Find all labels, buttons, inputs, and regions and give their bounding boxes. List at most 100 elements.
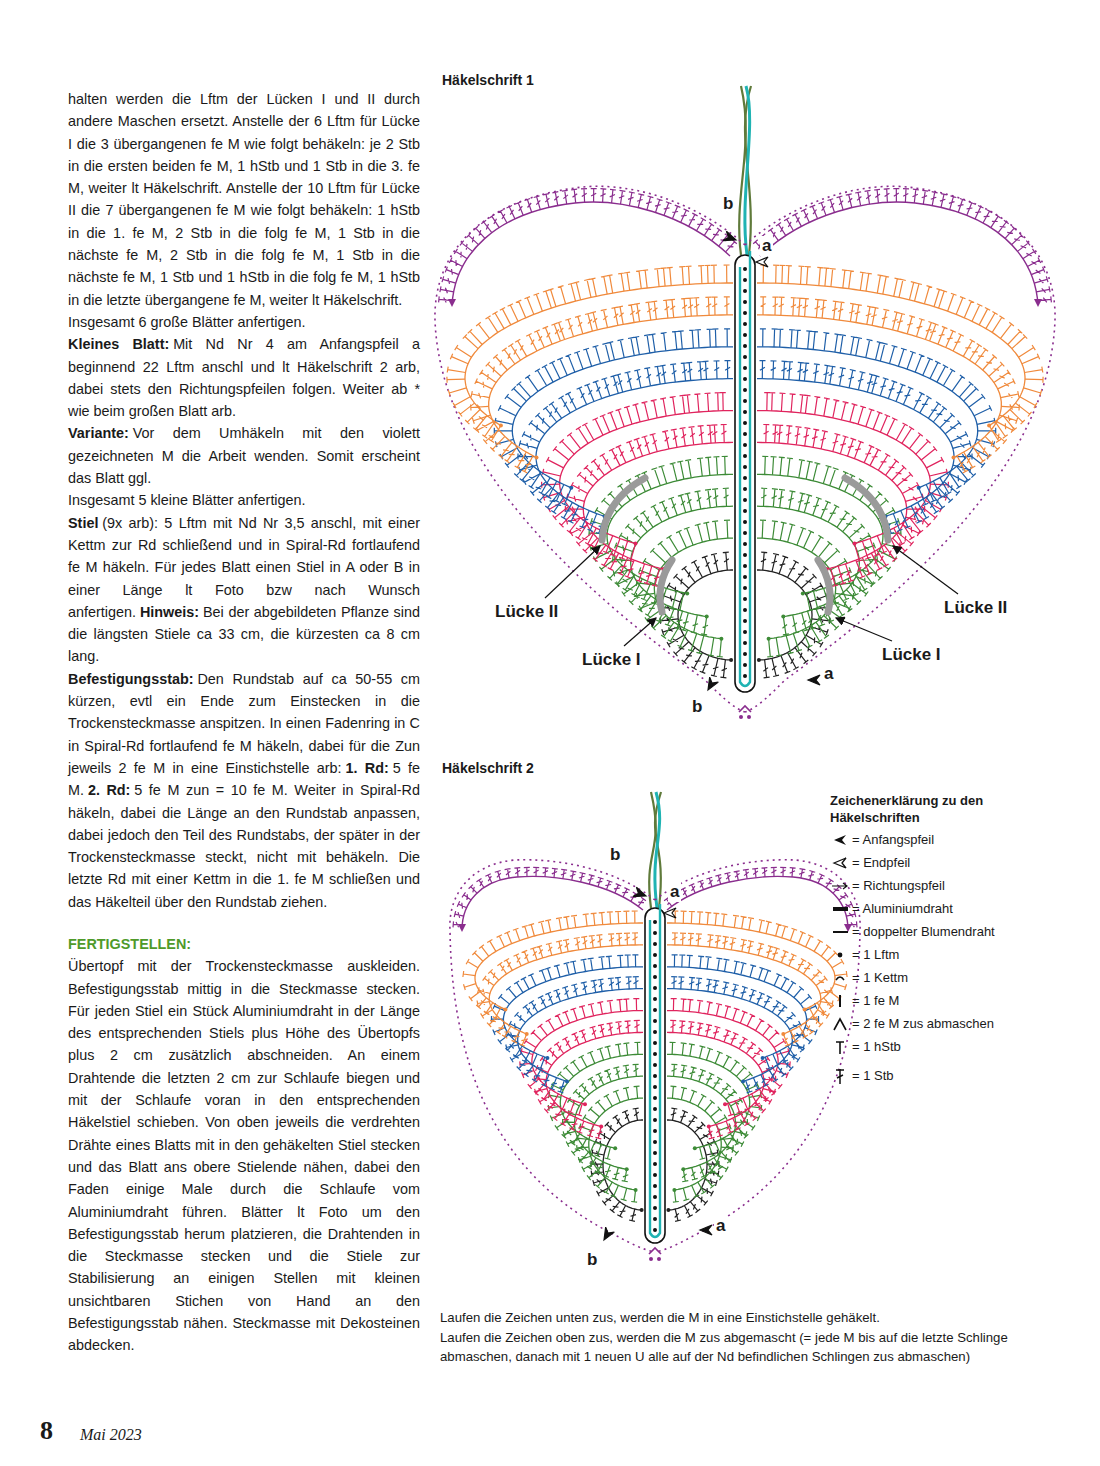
stitch-row: [542, 393, 726, 562]
decrease-mark: [739, 706, 751, 712]
chain-dot: [952, 456, 956, 460]
edge-stitches: [439, 189, 737, 303]
chain-dot: [987, 424, 991, 428]
chain-stitch: [743, 399, 747, 403]
chart-label: b: [608, 845, 622, 865]
direction-arrow: [458, 924, 466, 932]
chain-stitch: [653, 1184, 657, 1188]
chain-stitch: [653, 931, 657, 935]
chain-stitch: [653, 953, 657, 957]
legend-symbol: [830, 901, 850, 917]
chain-row: [560, 411, 733, 544]
chain-dot: [565, 1079, 569, 1083]
chain-stitch: [653, 964, 657, 968]
start-arrow-head: [756, 257, 768, 267]
stitch-row: [672, 911, 847, 1019]
chain-stitch: [653, 920, 657, 924]
chain-row: [667, 989, 792, 1082]
symbol-part: [836, 977, 844, 980]
symbol-part: [833, 907, 848, 911]
chain-stitch: [743, 553, 747, 557]
chain-stitch: [657, 1257, 661, 1261]
issue-date: Mai 2023: [80, 1426, 142, 1444]
wire-line: [740, 251, 750, 686]
paragraph: Insgesamt 5 kleine Blätter anfertigen.: [68, 489, 420, 511]
legend-row: = 1 Lftm: [830, 943, 1070, 966]
chain-stitch: [743, 487, 747, 491]
edge-row: [760, 202, 1038, 305]
edge-row: [462, 876, 643, 930]
legend-row: = 1 Kettm: [830, 966, 1070, 989]
chain-dot: [640, 1208, 644, 1212]
chain-dot: [707, 1125, 711, 1129]
stitch-row: [491, 955, 638, 1070]
chain-dot: [801, 591, 805, 595]
start-arrow: [704, 677, 719, 692]
legend-symbol: [830, 993, 850, 1009]
chain-dot: [625, 1167, 629, 1171]
chain-stitch: [653, 1217, 657, 1221]
symbol-part: [839, 995, 841, 1007]
chain-stitch: [743, 641, 747, 645]
stitch-row: [760, 265, 1043, 442]
chart-label: Lücke I: [880, 645, 943, 665]
paragraph: Kleines Blatt:Mit Nd Nr 4 am Anfangspfei…: [68, 333, 420, 422]
start-arrow-head: [664, 908, 676, 918]
legend-text: = Anfangspfeil: [852, 832, 934, 847]
stitch-row: [477, 933, 638, 1046]
chain-stitch: [653, 975, 657, 979]
stitch-row: [447, 265, 730, 442]
chain-stitch: [743, 630, 747, 634]
chain-dot: [723, 1102, 727, 1106]
chain-stitch: [653, 1151, 657, 1155]
text-column: halten werden die Lftm der Lücken I und …: [68, 88, 420, 1357]
chain-stitch: [743, 520, 747, 524]
chart-label: Lücke II: [942, 598, 1009, 618]
foundation-chain: [735, 255, 755, 692]
gap-marker: [660, 560, 672, 612]
legend-row: = Aluminiumdraht: [830, 897, 1070, 920]
chain-stitch: [743, 498, 747, 502]
chain-stitch: [743, 564, 747, 568]
chain-dot: [599, 1125, 603, 1129]
chain-stitch: [743, 377, 747, 381]
chart-label: Lücke I: [580, 650, 643, 670]
edge-stitches: [753, 189, 1051, 303]
stitch-row: [613, 488, 729, 635]
body-text: Insgesamt 6 große Blätter anfertigen.: [68, 314, 306, 330]
body-text: halten werden die Lftm der Lücken I und …: [68, 91, 420, 308]
chain-dot: [781, 1032, 785, 1036]
start-arrow: [808, 675, 820, 685]
chain-dot: [853, 542, 857, 546]
chart-title: Häkelschrift 1: [440, 72, 536, 88]
chart-label: a: [714, 1216, 727, 1236]
chain-stitch: [743, 454, 747, 458]
run-in-heading: FERTIGSTELLEN:: [68, 936, 191, 952]
chain-dot: [525, 1032, 529, 1036]
paragraph: Befestigungsstab:Den Rundstab auf ca 50-…: [68, 668, 420, 913]
stitch-row: [763, 425, 924, 587]
chain-stitch: [653, 1162, 657, 1166]
legend-text: = 1 Lftm: [852, 947, 899, 962]
chain-stitch: [743, 344, 747, 348]
symbol-part: [836, 1042, 844, 1054]
symbol-part: [833, 931, 848, 933]
stitch-row: [670, 1020, 776, 1139]
chain-row: [465, 283, 733, 426]
chain-dot: [741, 1079, 745, 1083]
chain-stitch: [743, 652, 747, 656]
start-arrow-head: [633, 887, 648, 901]
chain-stitch: [653, 1063, 657, 1067]
run-in-heading: Stiel: [68, 515, 98, 531]
chain-stitch: [653, 997, 657, 1001]
edge-row: [452, 202, 730, 305]
stitch-row: [761, 488, 877, 635]
legend-title: Zeichenerklärung zu den Häkelschriften: [830, 792, 990, 826]
chain-dot: [781, 615, 785, 619]
legend-text: = doppelter Blumendraht: [852, 924, 995, 939]
stitch-row: [670, 1042, 762, 1159]
chain-dot: [705, 615, 709, 619]
chain-stitch: [653, 1052, 657, 1056]
note-text: Laufen die Zeichen unten zus, werden die…: [440, 1308, 1072, 1328]
paragraph: Variante:Vor dem Umhäkeln mit den violet…: [68, 422, 420, 489]
